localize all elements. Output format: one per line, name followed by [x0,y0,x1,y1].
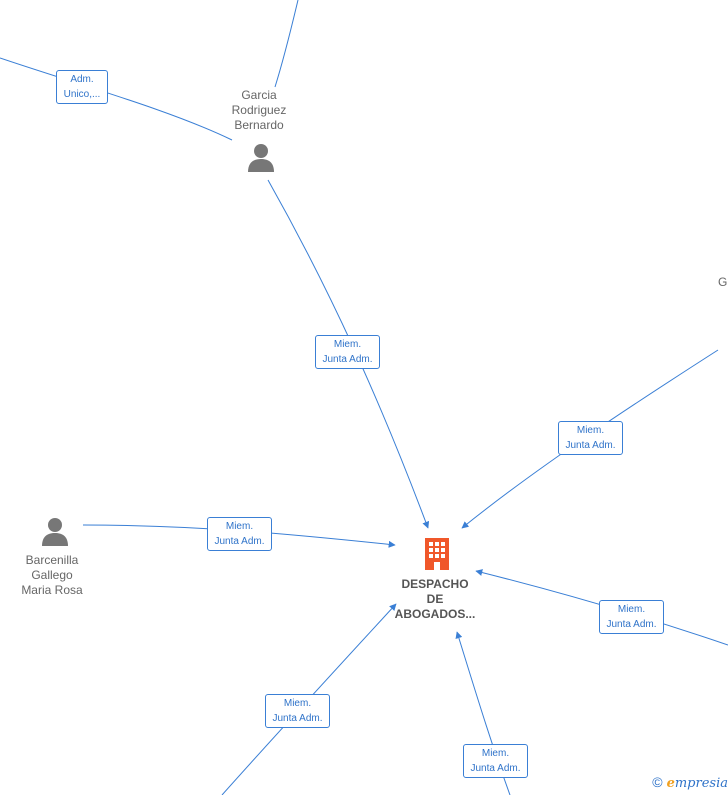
person-name-line2: Rodriguez [231,103,287,117]
building-icon[interactable] [422,537,452,571]
person-name-line2: Gallego [31,568,73,582]
brand-logo: ©empresia [652,774,728,791]
edge-garcia-top [274,0,299,88]
edge-label-garcia-despacho[interactable]: Miem. Junta Adm. [315,335,380,369]
copyright-icon: © [652,774,663,790]
edge-label-line2: Junta Adm. [470,763,521,774]
edge-label-line2: Junta Adm. [214,536,265,547]
edge-label-bottom-despacho[interactable]: Miem. Junta Adm. [463,744,528,778]
edge-label-line1: Miem. [617,604,646,615]
person-name-line1: Barcenilla [25,553,79,567]
person-name-barcenilla[interactable]: Barcenilla Gallego Maria Rosa [7,553,97,598]
edge-label-adm-unico[interactable]: Adm. Unico,... [56,70,108,104]
offscreen-person-fragment: G [718,275,728,289]
company-name-line3: ABOGADOS... [394,607,476,621]
person-name-line3: Bernardo [234,118,284,132]
person-name-line1: Garcia [241,88,277,102]
edge-label-right-top-despacho[interactable]: Miem. Junta Adm. [558,421,623,455]
edge-label-line2: Junta Adm. [565,440,616,451]
edge-label-line1: Miem. [481,748,510,759]
person-icon[interactable] [40,516,70,546]
edge-label-line2: Junta Adm. [272,713,323,724]
edge-label-bottom-left-despacho[interactable]: Miem. Junta Adm. [265,694,330,728]
edge-label-right-lower-despacho[interactable]: Miem. Junta Adm. [599,600,664,634]
edge-label-line2: Unico,... [63,89,101,100]
edge-label-line1: Miem. [333,339,362,350]
person-name-garcia[interactable]: Garcia Rodriguez Bernardo [214,88,304,133]
edge-label-line2: Junta Adm. [606,619,657,630]
edge-label-line1: Miem. [225,521,254,532]
edge-adm-unico [0,57,233,141]
company-name-line1: DESPACHO [401,577,469,591]
brand-e: e [666,776,675,791]
edge-label-line1: Adm. [70,74,94,85]
edge-label-line1: Miem. [283,698,312,709]
company-name[interactable]: DESPACHO DE ABOGADOS... [385,577,485,622]
edge-label-line2: Junta Adm. [322,354,373,365]
company-name-line2: DE [426,592,444,606]
brand-rest: mpresia [674,776,728,791]
person-name-line3: Maria Rosa [21,583,83,597]
edge-label-barcenilla-despacho[interactable]: Miem. Junta Adm. [207,517,272,551]
person-icon[interactable] [246,142,276,172]
edge-label-line1: Miem. [576,425,605,436]
